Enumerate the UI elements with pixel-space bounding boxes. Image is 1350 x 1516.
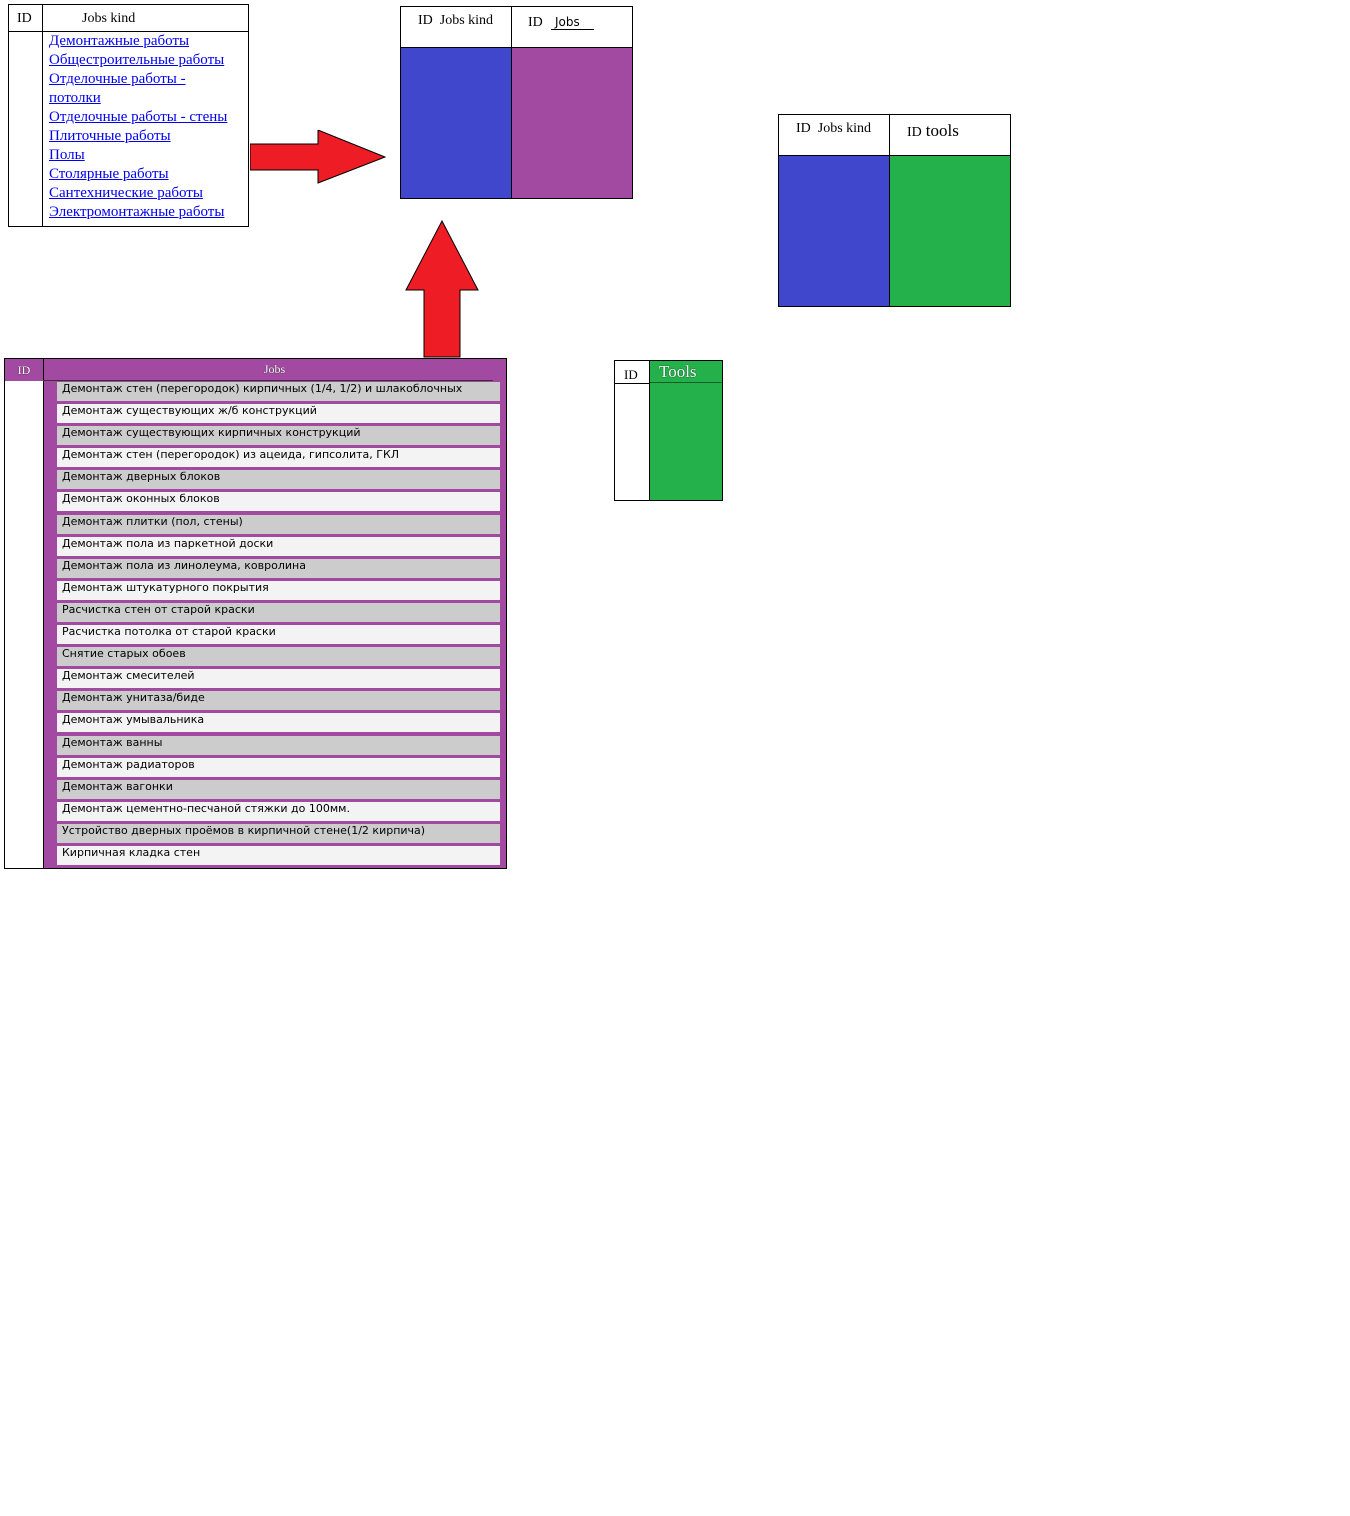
table-row[interactable]: Демонтаж смесителей bbox=[57, 669, 500, 689]
tools-column bbox=[650, 361, 722, 500]
jobs-kind-header: ID Jobs kind bbox=[418, 13, 494, 28]
tools-fill bbox=[890, 156, 1010, 306]
tools-label: tools bbox=[925, 121, 959, 140]
list-item: Общестроительные работы bbox=[49, 51, 249, 70]
table-row[interactable]: Демонтаж существующих кирпичных конструк… bbox=[57, 426, 500, 446]
jobs-kind-link[interactable]: Столярные работы bbox=[49, 166, 169, 182]
table-row[interactable]: Демонтаж цементно-песчаной стяжки до 100… bbox=[57, 801, 500, 821]
jobs-header: Jobs bbox=[551, 15, 594, 30]
table-row[interactable]: Демонтаж унитаза/биде bbox=[57, 691, 500, 711]
id-header: ID bbox=[624, 367, 638, 382]
table-row[interactable]: Демонтаж штукатурного покрытия bbox=[57, 580, 500, 600]
id-header: ID bbox=[907, 125, 922, 140]
jobs-kind-fill bbox=[401, 48, 511, 198]
jobs-kind-link[interactable]: Плиточные работы bbox=[49, 128, 171, 144]
list-item: Отделочные работы - bbox=[49, 70, 249, 89]
tools-table: ID Tools bbox=[614, 360, 723, 501]
table-row[interactable]: Демонтаж пола из паркетной доски bbox=[57, 536, 500, 556]
table-row[interactable]: Кирпичная кладка стен bbox=[57, 845, 500, 865]
jobs-kind-header: Jobs kind bbox=[82, 11, 136, 26]
jobs-list: Демонтаж стен (перегородок) кирпичных (1… bbox=[57, 382, 500, 868]
jobs-kind-fill bbox=[779, 156, 889, 306]
jobs-kind-link[interactable]: Электромонтажные работы bbox=[49, 204, 225, 220]
jobs-kind-link[interactable]: Общестроительные работы bbox=[49, 52, 225, 68]
box-header bbox=[401, 7, 632, 48]
table-row[interactable]: Демонтаж стен (перегородок) кирпичных (1… bbox=[57, 382, 500, 401]
jobs-kind-link[interactable]: Сантехнические работы bbox=[49, 185, 203, 201]
id-column-divider bbox=[42, 5, 43, 226]
list-item: Демонтажные работы bbox=[49, 32, 249, 51]
table-row[interactable]: Демонтаж существующих ж/б конструкций bbox=[57, 404, 500, 424]
jobs-kind-list: Демонтажные работы Общестроительные рабо… bbox=[49, 32, 249, 222]
table-row[interactable]: Расчистка стен от старой краски bbox=[57, 602, 500, 622]
table-row[interactable]: Демонтаж дверных блоков bbox=[57, 470, 500, 490]
list-item: Столярные работы bbox=[49, 165, 249, 184]
id-header: ID bbox=[17, 11, 32, 26]
jobs-kind-link[interactable]: Отделочные работы - стены bbox=[49, 109, 228, 125]
table-row[interactable]: Демонтаж плитки (пол, стены) bbox=[57, 514, 500, 534]
id-column bbox=[615, 361, 650, 500]
id-header: ID bbox=[528, 15, 543, 30]
table-row[interactable]: Снятие старых обоев bbox=[57, 647, 500, 667]
jobs-kind-link[interactable]: Отделочные работы - bbox=[49, 71, 186, 87]
table-row[interactable]: Устройство дверных проёмов в кирпичной с… bbox=[57, 823, 500, 843]
jobs-header: Jobs bbox=[263, 362, 286, 376]
table-row[interactable]: Демонтаж радиаторов bbox=[57, 757, 500, 777]
jobs-kind-header: ID Jobs kind bbox=[796, 121, 872, 136]
table-row[interactable]: Демонтаж ванны bbox=[57, 735, 500, 755]
tools-header-divider bbox=[650, 382, 722, 383]
arrow-up-icon bbox=[405, 220, 479, 358]
header-divider bbox=[9, 31, 248, 32]
table-row[interactable]: Демонтаж оконных блоков bbox=[57, 492, 500, 512]
arrow-right-icon bbox=[250, 130, 386, 184]
jobs-table: ID Jobs Демонтаж стен (перегородок) кирп… bbox=[4, 358, 507, 869]
table-row[interactable]: Демонтаж стен (перегородок) из ацеида, г… bbox=[57, 448, 500, 468]
jobs-kind-link[interactable]: Полы bbox=[49, 147, 85, 163]
jobs-fill bbox=[512, 48, 632, 198]
box-header bbox=[779, 115, 1010, 156]
jobs-kind-table: ID Jobs kind Демонтажные работы Общестро… bbox=[8, 4, 249, 227]
tools-header: Tools bbox=[659, 362, 697, 381]
column-divider bbox=[511, 7, 512, 198]
list-item: Электромонтажные работы bbox=[49, 203, 249, 222]
header-divider bbox=[615, 383, 649, 384]
id-column bbox=[5, 381, 44, 868]
table-row[interactable]: Демонтаж вагонки bbox=[57, 779, 500, 799]
table-row[interactable]: Расчистка потолка от старой краски bbox=[57, 625, 500, 645]
column-divider bbox=[889, 115, 890, 306]
jobs-kind-link[interactable]: Демонтажные работы bbox=[49, 33, 190, 49]
list-item: Отделочные работы - стены bbox=[49, 108, 249, 127]
list-item: Сантехнические работы bbox=[49, 184, 249, 203]
table-row[interactable]: Демонтаж умывальника bbox=[57, 713, 500, 733]
jobs-kind-jobs-box: ID Jobs kind ID Jobs bbox=[400, 6, 633, 199]
list-item: потолки bbox=[49, 89, 249, 108]
table-row[interactable]: Демонтаж пола из линолеума, ковролина bbox=[57, 558, 500, 578]
list-item: Плиточные работы bbox=[49, 127, 249, 146]
header-divider bbox=[43, 380, 493, 381]
list-item: Полы bbox=[49, 146, 249, 165]
id-header: ID bbox=[5, 359, 44, 381]
jobs-kind-link[interactable]: потолки bbox=[49, 90, 101, 106]
